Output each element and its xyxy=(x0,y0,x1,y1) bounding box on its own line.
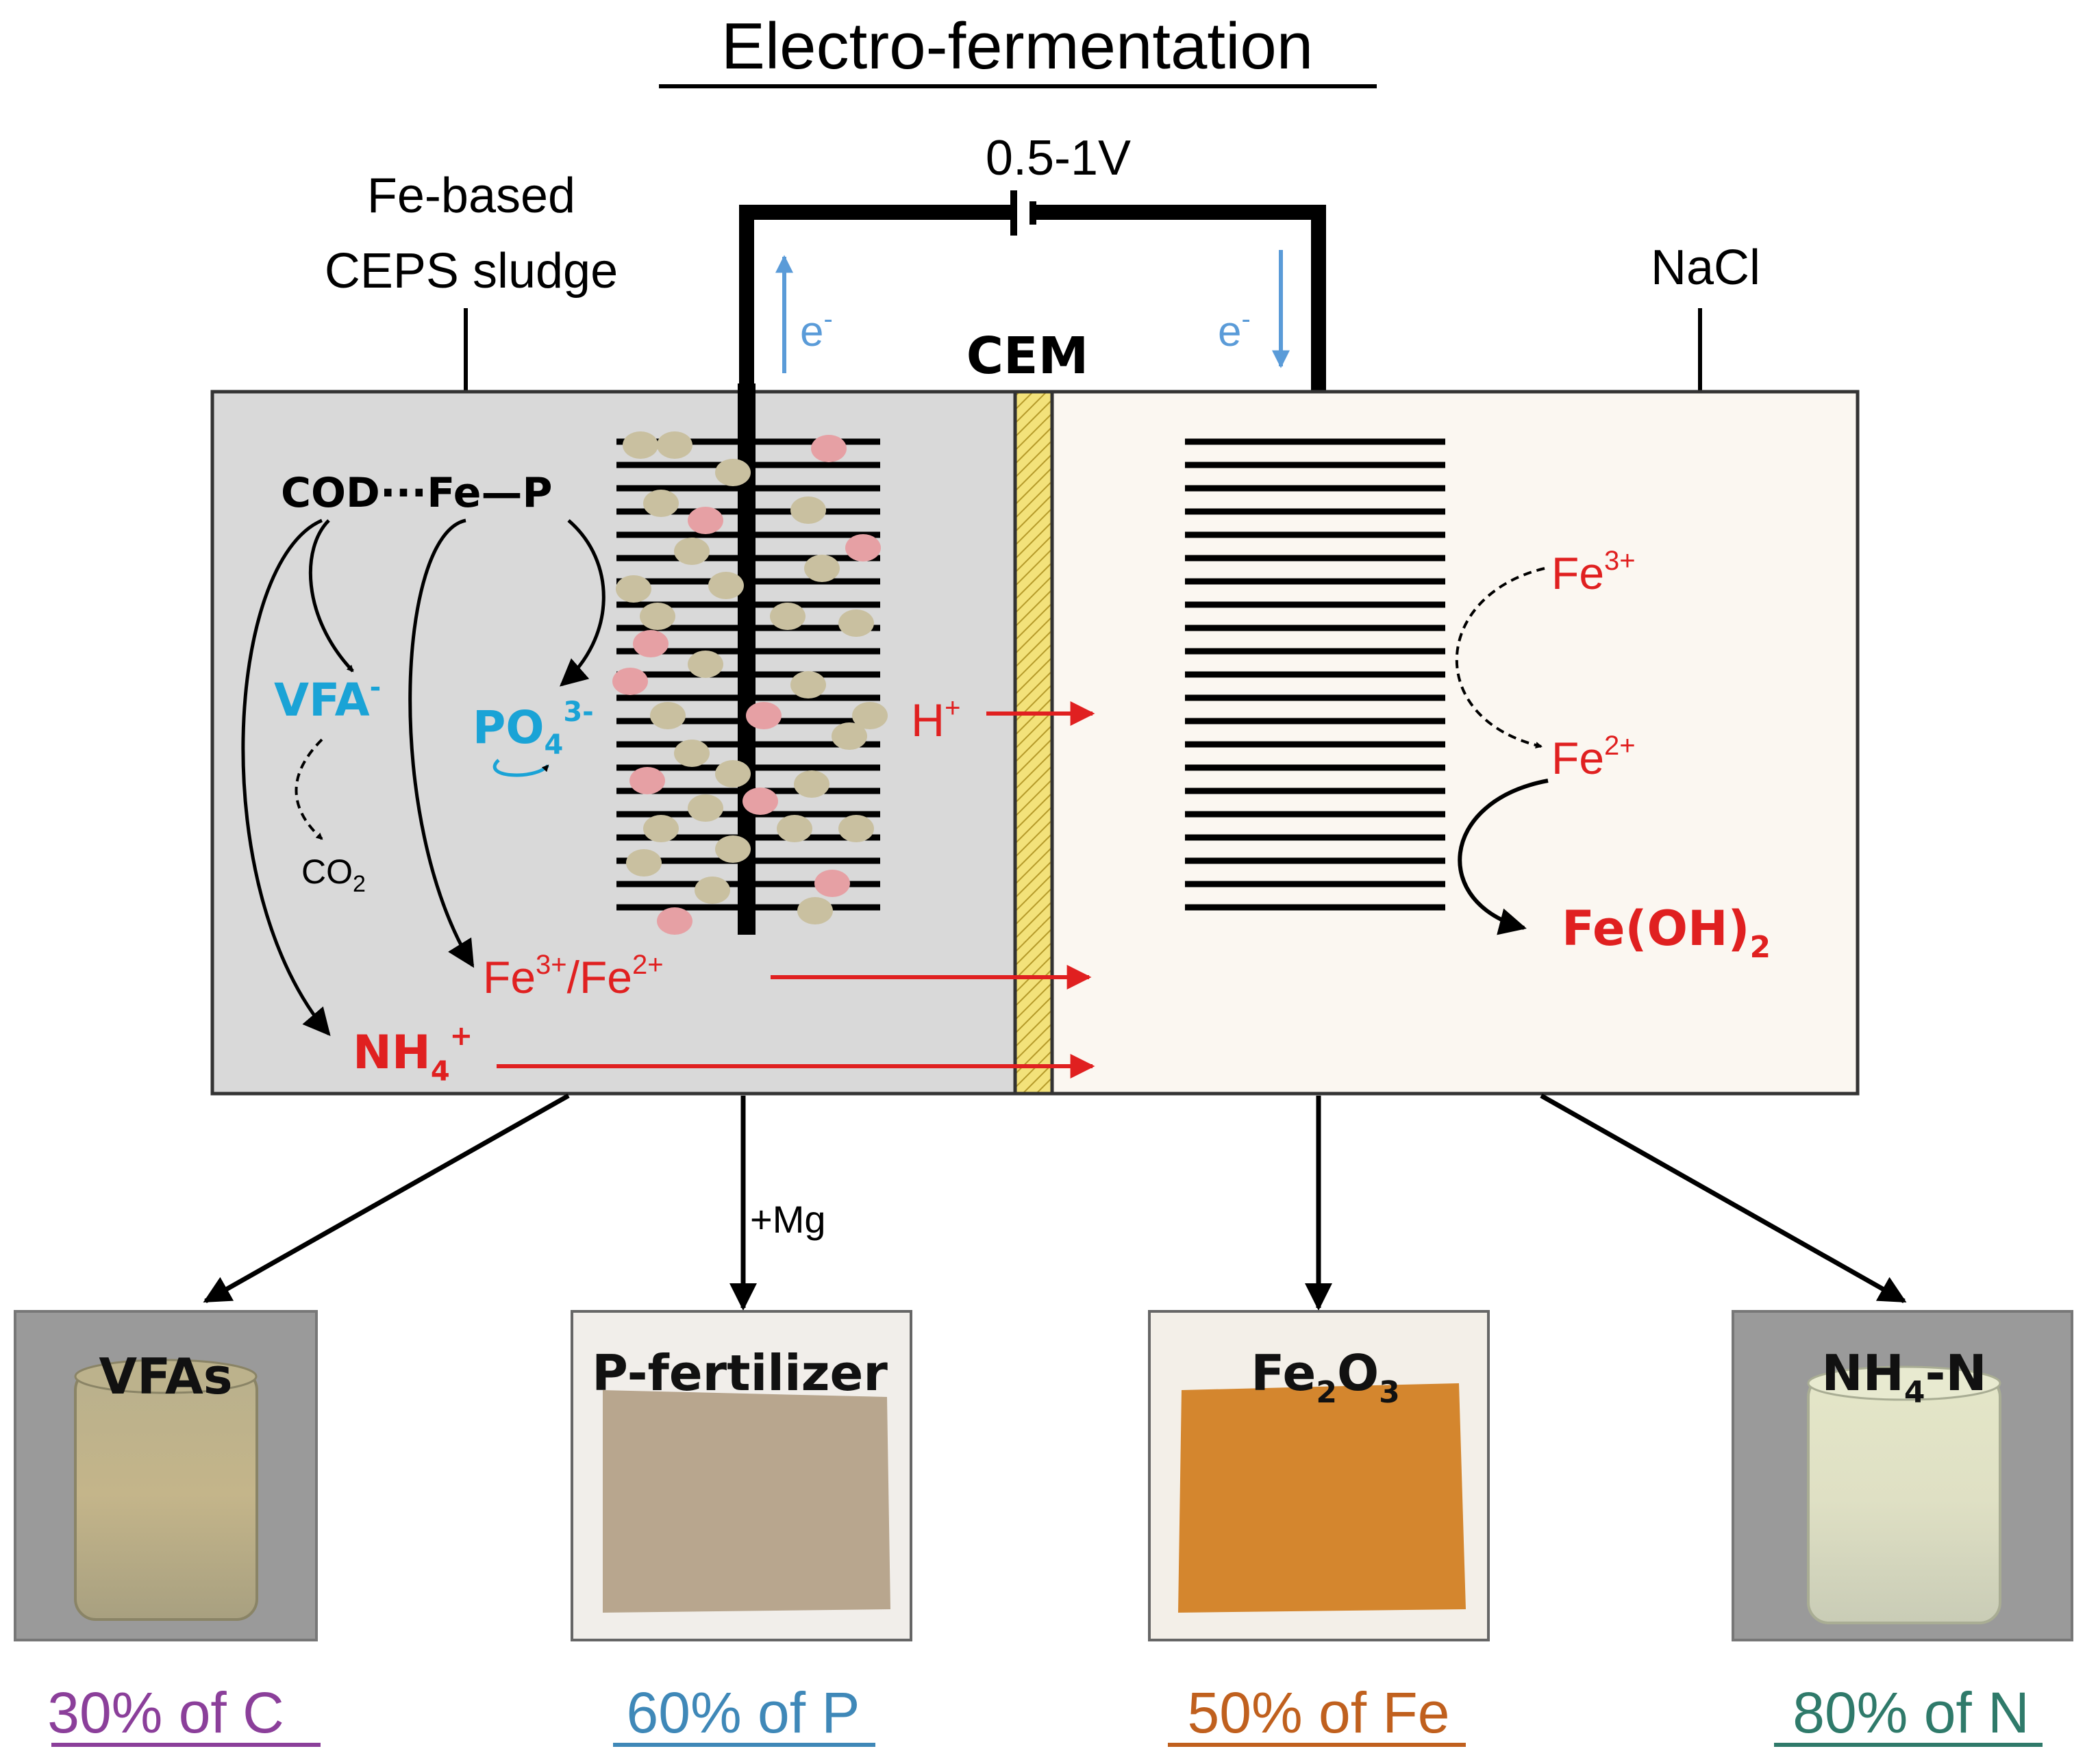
p-fertilizer-powder xyxy=(603,1390,890,1613)
fe2-label: Fe2+ xyxy=(1551,731,1636,783)
biofilm-particle xyxy=(832,722,867,750)
biofilm-particle xyxy=(657,431,692,459)
nh4-vial-top xyxy=(1807,1365,2001,1401)
fe2-to-feoh-arrow xyxy=(1458,779,1549,935)
cathode-electrode xyxy=(1185,438,1445,911)
biofilm-particle xyxy=(674,740,710,767)
biofilm-particle xyxy=(742,788,778,815)
biofilm-particle xyxy=(688,507,723,534)
cod-to-vfa-arrow xyxy=(308,519,354,672)
recovery-text: 50% of Fe xyxy=(1188,1680,1450,1745)
product-vfas: VFAs 30% of C xyxy=(14,1310,321,1747)
product-label: VFAs xyxy=(99,1348,232,1405)
electron-label-cathode: e- xyxy=(1218,304,1251,355)
biofilm-particle xyxy=(715,459,751,486)
biofilm-particle xyxy=(643,815,679,842)
p-to-po4-arrow xyxy=(559,519,605,687)
fe-to-femix-arrow xyxy=(408,518,475,968)
sludge-input-line2: CEPS sludge xyxy=(325,244,618,299)
biofilm-particle xyxy=(790,671,826,698)
biofilm-particle xyxy=(612,668,648,695)
biofilm-particle xyxy=(797,897,833,924)
sludge-input-line1: Fe-based xyxy=(367,168,575,223)
nh4-label: NH4+ xyxy=(353,1020,473,1087)
voltage-label: 0.5-1V xyxy=(986,131,1131,186)
biofilm-particle xyxy=(616,575,651,603)
cation-exchange-membrane xyxy=(1013,390,1054,1096)
biofilm-particle xyxy=(623,431,658,459)
mg-label: +Mg xyxy=(750,1198,826,1241)
output-arrow-vfas xyxy=(203,1093,570,1304)
nh4-vial xyxy=(1807,1375,2001,1624)
cathode-chamber xyxy=(1050,390,1860,1096)
product-label: Fe2O3 xyxy=(1251,1344,1400,1410)
output-arrow-n xyxy=(1540,1093,1907,1304)
biofilm-particle xyxy=(688,651,723,678)
product-nh4-n: NH4-N 80% of N xyxy=(1732,1310,2073,1747)
biofilm-particle xyxy=(626,849,662,877)
vfa-label: VFA- xyxy=(274,672,381,727)
biofilm-particle xyxy=(804,555,840,582)
biofilm-particle xyxy=(838,609,874,637)
fe3-to-fe2-arrow xyxy=(1455,567,1545,749)
recovery-text: 30% of C xyxy=(47,1680,284,1745)
biofilm-particle xyxy=(845,534,881,562)
biofilm-particle xyxy=(746,702,782,729)
biofilm-particle xyxy=(852,702,888,729)
biofilm-particle xyxy=(629,767,665,794)
recovery-text: 60% of P xyxy=(627,1680,860,1745)
biofilm-particle xyxy=(715,760,751,788)
product-label: NH4-N xyxy=(1821,1344,1986,1410)
biofilm-particle xyxy=(814,870,850,897)
biofilm-particle xyxy=(811,435,847,462)
cod-fe-p-label: COD···Fe—P xyxy=(281,469,552,517)
biofilm-particle xyxy=(640,603,675,630)
po4-cycle-icon xyxy=(492,759,549,777)
fe-mix-label: Fe3+/Fe2+ xyxy=(483,950,664,1003)
biofilm-particle xyxy=(695,877,730,904)
electron-label-anode: e- xyxy=(800,304,833,355)
co2-label: CO2 xyxy=(301,853,366,897)
nacl-input-label: NaCl xyxy=(1651,240,1760,295)
feoh2-label: Fe(OH)2 xyxy=(1562,900,1771,965)
biofilm-particle xyxy=(708,572,744,599)
biofilm-particle xyxy=(777,815,812,842)
biofilm-particle xyxy=(688,794,723,822)
biofilm-particle xyxy=(790,496,826,524)
product-label: P-fertilizer xyxy=(592,1344,888,1402)
biofilm-particle xyxy=(770,603,806,630)
product-fe2o3: Fe2O3 50% of Fe xyxy=(1148,1310,1490,1747)
biofilm-particles xyxy=(612,431,888,935)
biofilm-particle xyxy=(838,815,874,842)
recovery-text: 80% of N xyxy=(1793,1680,2030,1745)
biofilm-particle xyxy=(674,538,710,565)
fe3-label: Fe3+ xyxy=(1551,546,1636,598)
product-p-fertilizer: P-fertilizer 60% of P xyxy=(571,1310,912,1747)
biofilm-particle xyxy=(643,490,679,517)
diagram-title: Electro-fermentation xyxy=(721,10,1313,83)
biofilm-particle xyxy=(715,835,751,863)
vfa-vial xyxy=(74,1368,258,1621)
biofilm-particle xyxy=(633,630,669,657)
biofilm-particle xyxy=(650,702,686,729)
proton-label: H+ xyxy=(911,693,960,746)
biofilm-particle xyxy=(794,770,829,798)
vfa-vial-top xyxy=(74,1359,258,1394)
biofilm-particle xyxy=(657,907,692,935)
po4-label: PO43- xyxy=(473,696,594,761)
cem-label: CEM xyxy=(966,327,1089,386)
vfa-to-co2-arrow xyxy=(295,738,323,840)
cod-to-nh4-arrow xyxy=(241,518,331,1037)
fe2o3-powder xyxy=(1178,1383,1466,1613)
